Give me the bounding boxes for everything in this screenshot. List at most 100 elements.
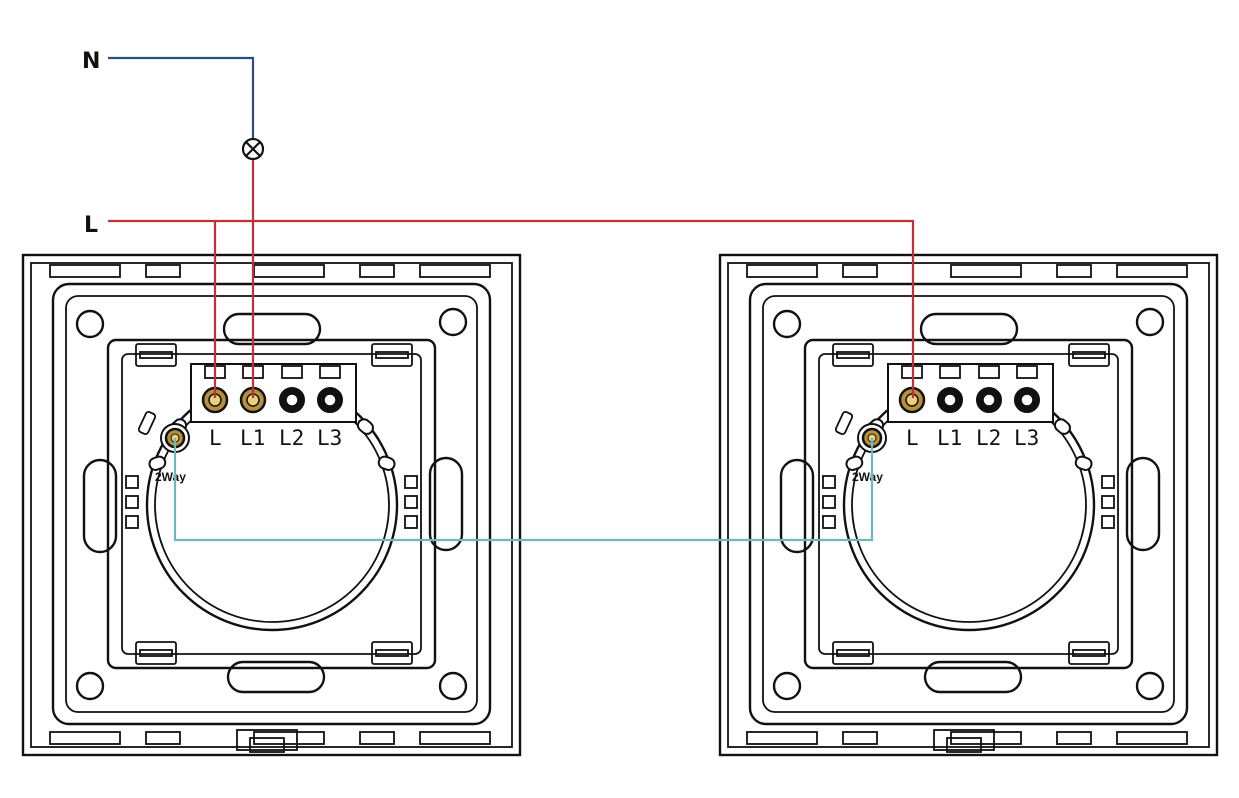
mounting-hole — [438, 671, 468, 701]
top-tab — [746, 264, 818, 278]
right-slot — [428, 456, 464, 552]
terminal-cover — [939, 365, 961, 379]
mounting-hole — [75, 309, 105, 339]
live-label: L — [84, 213, 98, 238]
terminal-cover — [281, 365, 303, 379]
top-tab — [359, 264, 395, 278]
bottom-tab — [419, 731, 491, 745]
aux-terminal-label: 2Way — [852, 470, 883, 484]
top-tab — [145, 264, 181, 278]
side-notch — [404, 515, 418, 529]
module-clip-line — [375, 351, 409, 359]
right-slot — [1125, 456, 1161, 552]
module-clip — [832, 641, 874, 665]
left-slot — [82, 458, 118, 554]
module-ring-inner — [851, 387, 1087, 623]
terminal-cover — [978, 365, 1000, 379]
terminal-label: L3 — [1014, 426, 1039, 450]
side-notch — [1101, 515, 1115, 529]
terminal-screw-head — [285, 393, 299, 407]
module-clip-line — [139, 351, 173, 359]
ring-tooth — [356, 418, 374, 435]
detent — [137, 411, 157, 435]
module-clip-line — [836, 351, 870, 359]
mounting-plate-inner — [762, 295, 1175, 713]
bottom-tab — [145, 731, 181, 745]
bottom-tab — [49, 731, 121, 745]
aux-terminal-label: 2Way — [155, 470, 186, 484]
terminal-cover — [1016, 365, 1038, 379]
ring-tooth — [1074, 455, 1093, 471]
terminal-label: L2 — [279, 426, 304, 450]
ring-tooth — [148, 455, 167, 471]
bottom-tab — [746, 731, 818, 745]
bottom-clip-inner — [946, 737, 982, 753]
terminal-screw-head — [943, 393, 957, 407]
neutral-wire — [108, 56, 255, 138]
side-notch — [404, 495, 418, 509]
terminal-screw-head — [982, 393, 996, 407]
mounting-hole — [1135, 671, 1165, 701]
module-clip-line — [139, 649, 173, 657]
mounting-plate — [51, 282, 492, 726]
lamp-icon — [241, 137, 265, 161]
top-tab — [842, 264, 878, 278]
module-inner — [121, 353, 422, 655]
bottom-clip — [236, 729, 298, 751]
module-clip-line — [836, 649, 870, 657]
module-clip-line — [375, 649, 409, 657]
module-clip — [1068, 641, 1110, 665]
side-notch — [125, 495, 139, 509]
bottom-tab — [842, 731, 878, 745]
live-wire — [108, 219, 915, 398]
top-tab — [419, 264, 491, 278]
top-tab — [253, 264, 325, 278]
ring-tooth — [377, 455, 396, 471]
side-notch — [822, 475, 836, 489]
side-notch — [404, 475, 418, 489]
wires — [108, 56, 915, 542]
mounting-plate — [748, 282, 1189, 726]
module-body — [803, 338, 1134, 670]
side-notch — [1101, 495, 1115, 509]
module-clip — [135, 343, 177, 367]
module-clip — [135, 641, 177, 665]
bottom-clip-inner — [249, 737, 285, 753]
ring-tooth — [845, 455, 864, 471]
top-slot — [919, 312, 1019, 346]
module-clip — [1068, 343, 1110, 367]
top-tab — [1116, 264, 1188, 278]
terminal-label: L1 — [240, 426, 265, 450]
side-notch — [125, 475, 139, 489]
top-tab — [950, 264, 1022, 278]
side-notch — [1101, 475, 1115, 489]
top-slot — [222, 312, 322, 346]
bottom-slot — [226, 660, 326, 694]
neutral-label: N — [82, 49, 100, 74]
terminal-screw-head — [1020, 393, 1034, 407]
top-tab — [1056, 264, 1092, 278]
mounting-hole — [75, 671, 105, 701]
terminal-label: L2 — [976, 426, 1001, 450]
ring-tooth — [1053, 418, 1071, 435]
outer-frame — [21, 253, 522, 757]
inner-frame — [30, 262, 513, 748]
module-clip-line — [1072, 649, 1106, 657]
mounting-hole — [772, 309, 802, 339]
terminal-label: L1 — [937, 426, 962, 450]
side-notch — [822, 495, 836, 509]
module-ring-inner — [154, 387, 390, 623]
bottom-tab — [359, 731, 395, 745]
bottom-tab — [1116, 731, 1188, 745]
inner-frame — [727, 262, 1210, 748]
mounting-hole — [1135, 307, 1165, 337]
bottom-tab — [1056, 731, 1092, 745]
mounting-plate-inner — [65, 295, 478, 713]
bottom-clip — [933, 729, 995, 751]
terminal-screw-head — [323, 393, 337, 407]
module-clip-line — [1072, 351, 1106, 359]
traveller-wire — [173, 438, 874, 542]
module-clip — [371, 641, 413, 665]
